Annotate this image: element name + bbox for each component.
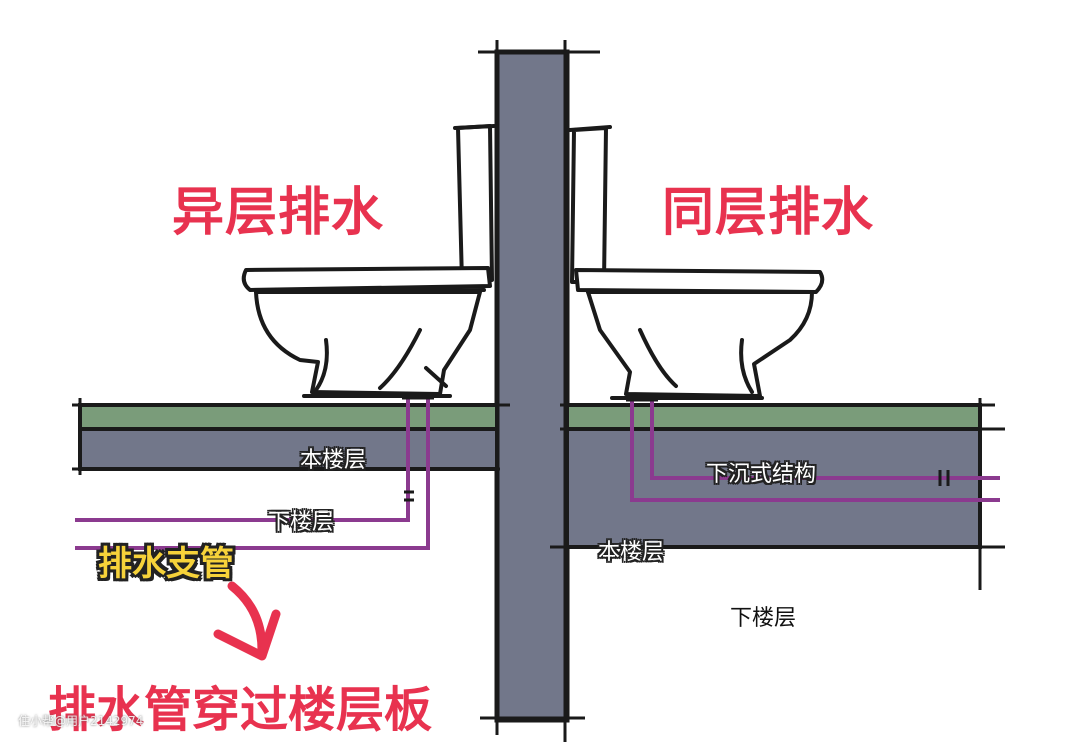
- bottom-caption: 排水管穿过楼层板: [48, 682, 433, 738]
- center-wall: [494, 49, 570, 723]
- red-arrow: [213, 581, 281, 661]
- right-drain-pipe: [630, 400, 1000, 502]
- branch-pipe-label: 排水支管: [98, 544, 234, 584]
- right-this-floor-label: 本楼层: [598, 540, 665, 565]
- right-title: 同层排水: [662, 183, 875, 243]
- left-drain-pipe: [75, 398, 430, 550]
- left-floor-slab: [72, 398, 510, 475]
- left-toilet: [241, 124, 496, 398]
- right-lower-floor-label: 下楼层: [730, 606, 797, 631]
- right-toilet: [568, 125, 825, 400]
- right-floor-slab: [550, 398, 1005, 590]
- sunken-structure-label: 下沉式结构: [706, 462, 817, 487]
- left-this-floor-label: 本楼层: [300, 448, 367, 473]
- left-title: 异层排水: [172, 183, 385, 243]
- watermark: 住小帮@用户2142974: [18, 714, 144, 728]
- left-lower-floor-label: 下楼层: [268, 510, 335, 535]
